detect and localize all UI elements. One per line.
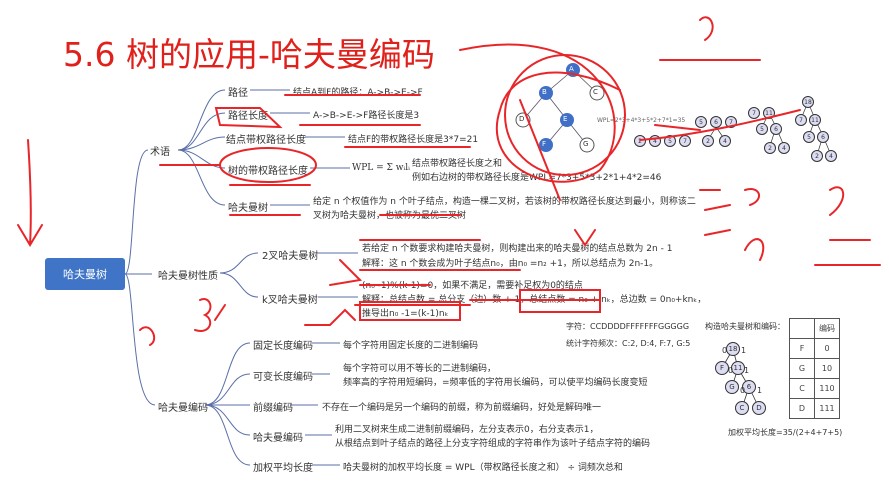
- tree-node: 5: [756, 123, 768, 135]
- term-tree-wpl-desc1: 结点带权路径长度之和: [412, 159, 503, 169]
- tree-node: 4: [778, 142, 790, 154]
- coding-prefix-desc: 不存在一个编码是另一个编码的前缀，称为前缀编码，好处是解码唯一: [322, 403, 602, 413]
- sample-tree-nodes: [515, 63, 605, 153]
- tree-node: 7: [795, 114, 807, 126]
- term-path-desc: 结点A到F的路径：A->B->E->F: [293, 88, 423, 98]
- table-header: [789, 318, 815, 339]
- tree-node: 6: [770, 123, 782, 135]
- coding-huffman-desc1: 利用二叉树来生成二进制前缀编码，左分支表示0，右分支表示1，: [335, 425, 599, 435]
- example-construct: 构造哈夫曼树和编码：: [705, 322, 785, 331]
- example-avg: 加权平均长度=35/(2+4+7+5): [728, 428, 843, 437]
- tree-node: 2: [634, 135, 646, 147]
- root-node-huffman-tree[interactable]: 哈夫曼树: [45, 258, 125, 290]
- edge-label: 0: [740, 386, 746, 395]
- sample-tree-label: F: [542, 140, 547, 148]
- tree-node: 6: [817, 131, 829, 143]
- coding-fixed[interactable]: 固定长度编码: [253, 341, 313, 352]
- prop-binary[interactable]: 2叉哈夫曼树: [262, 251, 319, 262]
- tree-node: 2: [764, 142, 776, 154]
- example-chars: 字符：CCDDDDFFFFFFFGGGGG: [566, 322, 690, 331]
- term-tree-wpl-desc2: 例如右边树的带权路径长度是WPL=7*3+5*3+2*1+4*2=46: [412, 173, 662, 183]
- term-path-length-desc: A->B->E->F路径长度是3: [313, 111, 420, 121]
- prop-binary-line1: 若给定 n 个数要求构建哈夫曼树，则构建出来的哈夫曼树的结点总数为 2n - 1: [362, 244, 673, 254]
- tree-node: C: [735, 401, 749, 415]
- branch-coding[interactable]: 哈夫曼编码: [158, 403, 208, 414]
- coding-variable-desc2: 频率高的字符用短编码，=频率低的字符用长编码，可以使平均编码长度变短: [343, 378, 648, 388]
- coding-huffman[interactable]: 哈夫曼编码: [253, 433, 303, 444]
- tree-node: 4: [649, 135, 661, 147]
- term-huffman-desc2: 叉树为哈夫曼树，也被称为最优二叉树: [313, 211, 467, 221]
- term-huffman-desc1: 给定 n 个权值作为 n 个叶子结点，构造一棵二叉树，若该树的带权路径长度达到最…: [313, 197, 696, 207]
- tree-node: G: [725, 380, 739, 394]
- wpl-formula: WPL = Σ wᵢlᵢ: [352, 163, 410, 173]
- edge-label: 1: [757, 386, 763, 395]
- coding-avg-length-desc: 哈夫曼树的加权平均长度 = WPL（带权路径长度之和） ÷ 词频次总和: [343, 463, 623, 473]
- tree-node: 6: [710, 116, 722, 128]
- example-freq: 统计字符频次：C:2, D:4, F:7, G:5: [566, 339, 691, 348]
- branch-terms[interactable]: 术语: [150, 147, 170, 158]
- coding-huffman-desc2: 从根结点到叶子结点的路径上分支字符组成的字符串作为该叶子结点字符的编码: [335, 439, 651, 449]
- sample-tree-label: D: [519, 115, 525, 123]
- coding-fixed-desc: 每个字符用固定长度的二进制编码: [343, 341, 479, 351]
- branch-properties[interactable]: 哈夫曼树性质: [158, 271, 218, 282]
- term-huffman-tree[interactable]: 哈夫曼树: [228, 203, 268, 214]
- coding-prefix[interactable]: 前缀编码: [253, 403, 293, 414]
- page-title: 5.6 树的应用-哈夫曼编码: [63, 35, 435, 74]
- sample-tree-label: A: [569, 65, 574, 73]
- table-header: 编码: [814, 318, 840, 339]
- edge-label: 0: [722, 346, 728, 355]
- tree-node: 5: [664, 135, 676, 147]
- term-path[interactable]: 路径: [228, 88, 248, 99]
- prop-binary-line2: 解释：这 n 个数会成为叶子结点n₀，由n₀ =n₂ +1，所以总结点为 2n-…: [362, 259, 659, 269]
- coding-variable[interactable]: 可变长度编码: [253, 372, 313, 383]
- tree-node: 18: [802, 96, 814, 108]
- tree-node: 11: [763, 107, 775, 119]
- prop-kary-line2: 解释：总结点数 = 总分支（边）数 + 1，总结点数 = n₀ + nₖ，总边数…: [362, 295, 707, 305]
- tree-node: 6: [742, 380, 756, 394]
- term-tree-wpl[interactable]: 树的带权路径长度: [228, 166, 308, 177]
- term-node-wpl-desc: 结点F的带权路径长度是3*7=21: [348, 135, 479, 145]
- sample-tree-label: E: [563, 115, 568, 123]
- sample-tree-label: G: [583, 140, 589, 148]
- tree-node: 4: [825, 150, 837, 162]
- prop-kary[interactable]: k叉哈夫曼树: [262, 295, 318, 306]
- tree-node: 5: [803, 131, 815, 143]
- sample-tree-edges: [522, 69, 598, 146]
- tree-node: 7: [748, 107, 760, 119]
- tree-node: 4: [719, 135, 731, 147]
- prop-kary-line1: (n₀ -1)%(k-1)=0，如果不满足，需要补足权为0的结点: [362, 281, 583, 291]
- sample-tree-wpl: WPL=2*3+4*3+5*2+7*1=35: [597, 117, 686, 124]
- term-path-length[interactable]: 路径长度: [228, 111, 268, 122]
- tree-node: 5: [695, 116, 707, 128]
- tree-node: 2: [702, 135, 714, 147]
- edge-label: 1: [744, 366, 750, 375]
- coding-avg-length[interactable]: 加权平均长度: [253, 463, 313, 474]
- tree-node: 11: [809, 114, 821, 126]
- term-node-wpl[interactable]: 结点带权路径长度: [226, 135, 306, 146]
- tree-node: 18: [726, 342, 740, 356]
- tree-node: F: [715, 361, 729, 375]
- tree-node: D: [752, 401, 766, 415]
- prop-kary-line3: 推导出n₀ -1=(k-1)nₖ: [362, 309, 449, 319]
- sample-tree-label: C: [593, 88, 598, 96]
- edge-label: 1: [741, 346, 747, 355]
- edge-label: 0: [728, 366, 734, 375]
- tree-node: 11: [731, 361, 745, 375]
- sample-tree-label: B: [542, 88, 547, 96]
- tree-node: 2: [811, 150, 823, 162]
- tree-node: 7: [679, 135, 691, 147]
- coding-variable-desc1: 每个字符可以用不等长的二进制编码，: [343, 364, 497, 374]
- tree-node: 7: [725, 116, 737, 128]
